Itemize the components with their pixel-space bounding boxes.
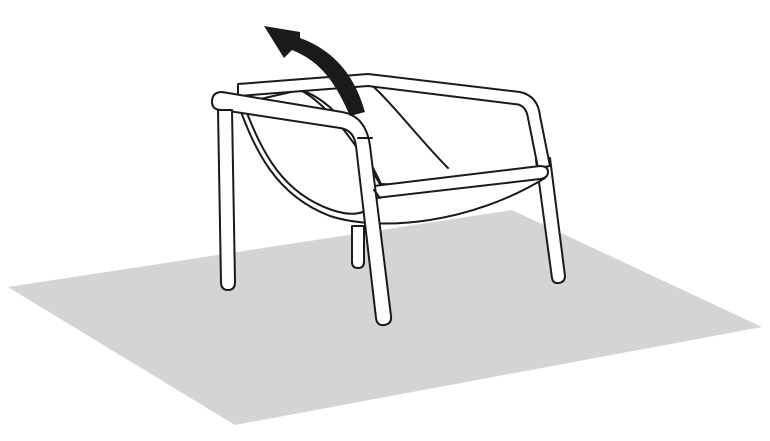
chair bbox=[211, 73, 566, 327]
seat-front-rail bbox=[373, 165, 549, 199]
back-leg bbox=[351, 225, 365, 269]
joint-detail bbox=[357, 137, 381, 199]
left-back-leg bbox=[217, 109, 236, 291]
right-leg bbox=[535, 157, 566, 285]
left-armrest bbox=[211, 91, 393, 327]
curved-arrow-icon bbox=[264, 26, 365, 116]
